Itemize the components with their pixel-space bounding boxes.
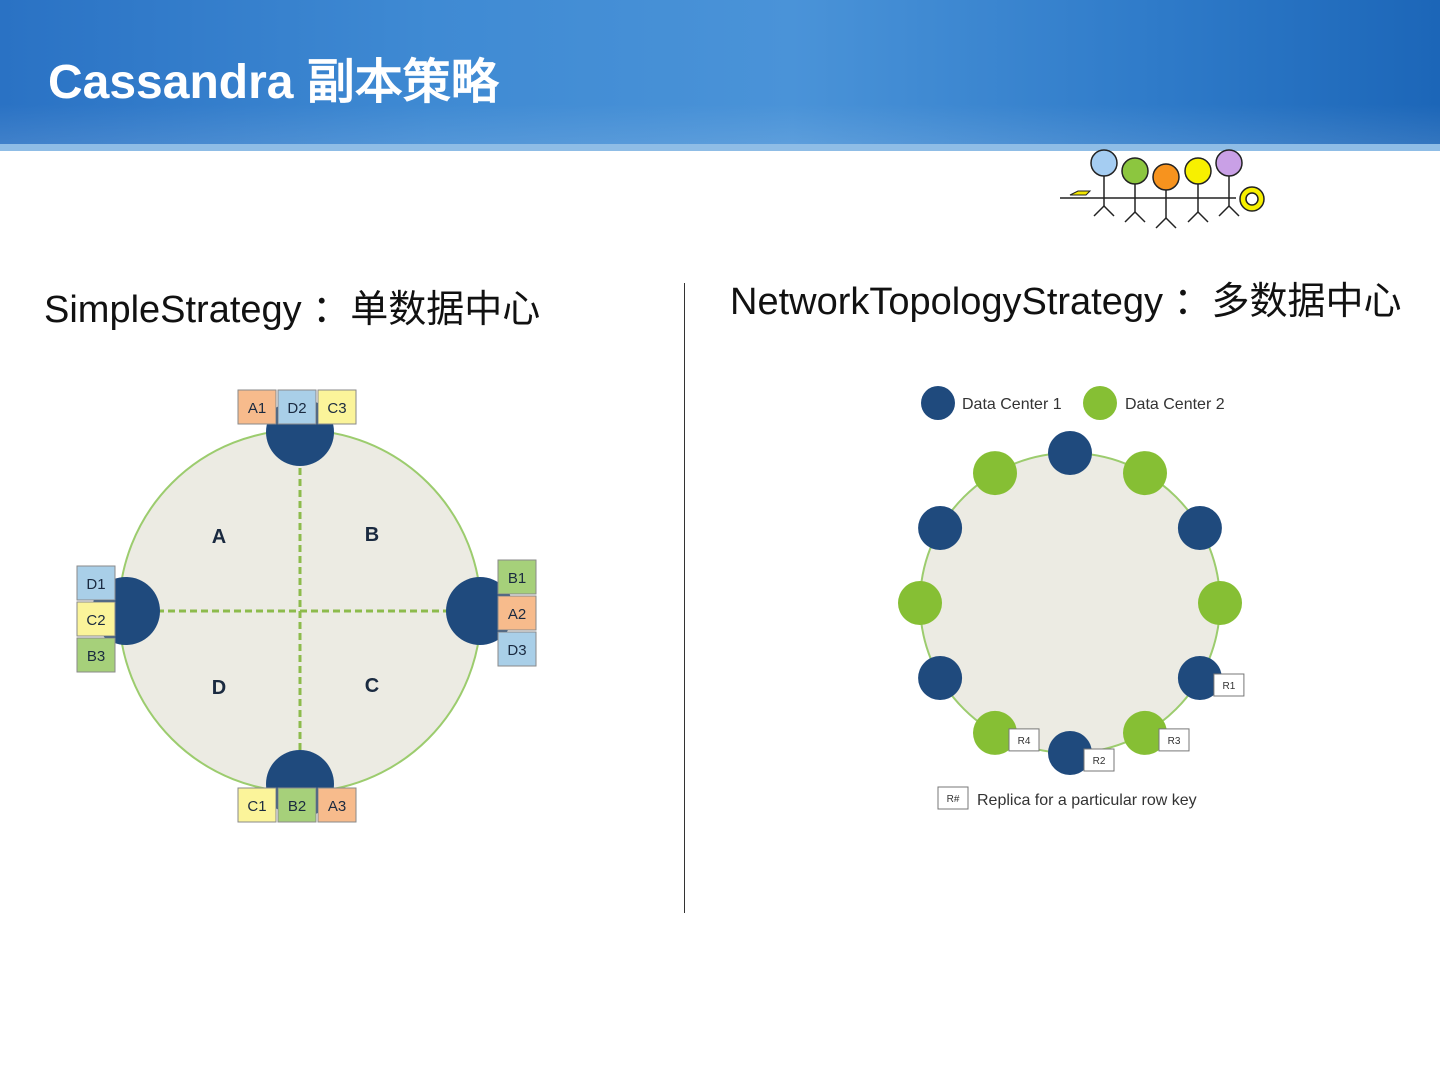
replica-box — [317, 787, 357, 823]
dc1-node — [1048, 731, 1092, 775]
replica-tag — [1213, 673, 1245, 697]
replica-box — [497, 595, 537, 631]
dc1-node — [1048, 431, 1092, 475]
replica-label: D1 — [86, 576, 105, 593]
dc2-node — [1123, 451, 1167, 496]
replica-tag-label: R3 — [1168, 736, 1181, 747]
replica-label: D2 — [287, 400, 306, 417]
replica-legend: R# Replica for a particular row key — [937, 786, 1197, 810]
dc2-node — [1198, 581, 1242, 625]
legend-dc1-label: Data Center 1 — [962, 396, 1062, 413]
replica-tag — [1083, 748, 1115, 772]
replica-legend-text: Replica for a particular row key — [977, 792, 1197, 809]
dc2-node — [1123, 710, 1167, 755]
replica-label: A3 — [328, 798, 346, 815]
replica-box — [237, 787, 277, 823]
dc1-node — [918, 656, 963, 700]
ring — [919, 452, 1221, 754]
replica-label: C2 — [86, 612, 105, 629]
replica-label: B2 — [288, 798, 306, 815]
dc1-node — [1177, 506, 1222, 550]
legend-dc1-swatch — [921, 386, 955, 420]
legend: Data Center 1 Data Center 2 — [921, 386, 1225, 420]
quadrant-label: C — [365, 675, 379, 697]
replica-tag-label: R1 — [1223, 681, 1236, 692]
replica-box — [277, 389, 317, 425]
replica-label: A1 — [248, 400, 266, 417]
replica-box — [76, 601, 116, 637]
replica-box — [497, 631, 537, 667]
replica-legend-box — [937, 786, 969, 810]
simple-strategy-heading: SimpleStrategy ：单数据中心 — [44, 289, 541, 331]
replica-tag-label: R2 — [1093, 756, 1106, 767]
replica-box — [237, 389, 277, 425]
replica-box — [76, 565, 116, 601]
replica-box — [277, 787, 317, 823]
network-topology-heading: NetworkTopologyStrategy ：多数据中心 — [730, 281, 1402, 323]
replica-label: C1 — [247, 798, 266, 815]
dc1-node — [1177, 656, 1222, 700]
stick-figures-logo — [1060, 149, 1265, 229]
replica-label: A2 — [508, 606, 526, 623]
header-band — [0, 144, 1440, 151]
replica-label: B1 — [508, 570, 526, 587]
replica-tag — [1158, 728, 1190, 752]
replica-tag — [1008, 728, 1040, 752]
legend-dc2-label: Data Center 2 — [1125, 396, 1225, 413]
replica-box — [497, 559, 537, 595]
ring-node — [446, 577, 514, 645]
legend-dc2-swatch — [1083, 386, 1117, 420]
quadrant-label: B — [365, 524, 379, 546]
slide-title: Cassandra 副本策略 — [48, 56, 499, 109]
quadrant-label: D — [212, 677, 226, 699]
dc2-node — [898, 581, 942, 625]
dc2-node — [973, 451, 1017, 496]
dc2-node — [973, 710, 1017, 755]
slide-header — [0, 0, 1440, 144]
column-divider — [684, 283, 685, 913]
replica-legend-key: R# — [947, 794, 960, 805]
replica-label: D3 — [507, 642, 526, 659]
replica-tag-label: R4 — [1018, 736, 1031, 747]
replica-box — [76, 637, 116, 673]
quadrant-label: A — [212, 526, 226, 548]
dc1-node — [918, 506, 963, 550]
replica-label: C3 — [327, 400, 346, 417]
replica-box — [317, 389, 357, 425]
replica-label: B3 — [87, 648, 105, 665]
